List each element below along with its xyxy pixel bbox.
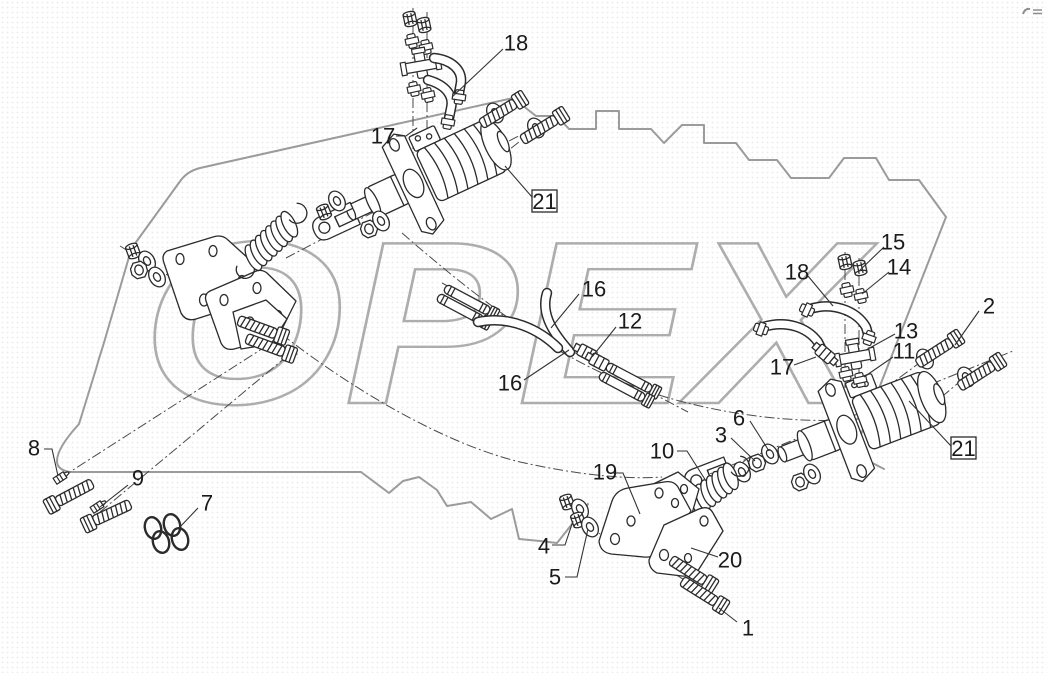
part-label-11: 11 [893,339,916,364]
part-label-13: 13 [894,319,918,344]
left-pivot-bracket-assembly [124,196,318,365]
hydraulic-hose-icon [751,300,879,369]
hose-pipe-bundle [434,281,663,410]
bottom-pivot-bracket-assembly [558,449,759,616]
part-labels: 18 17 21 16 12 15 14 18 2 13 11 17 16 21… [28,31,995,641]
part-label-18-right: 18 [785,260,809,285]
part-label-8: 8 [28,436,40,461]
retaining-ring-icon [151,529,171,555]
bolt-icon [476,89,531,132]
grease-fitting-icon [52,468,71,485]
retaining-ring-icon [170,526,190,552]
part-label-4: 4 [538,534,550,559]
part-label-9: 9 [132,466,144,491]
part-label-10: 10 [650,439,674,464]
part-label-2: 2 [983,294,995,319]
part-label-20: 20 [718,548,742,573]
part-label-7: 7 [201,491,213,516]
part-label-6: 6 [733,406,745,431]
part-label-12: 12 [618,309,642,334]
svg-text:21: 21 [532,189,556,214]
part-label-15: 15 [881,230,905,255]
svg-text:21: 21 [951,436,975,461]
hydraulic-hose-icon [422,52,468,131]
part-label-17-top: 17 [371,124,395,149]
part-label-16-lower: 16 [498,371,522,396]
retaining-ring-icon [162,512,182,538]
part-label-19: 19 [593,460,617,485]
loose-hardware [41,468,190,555]
part-label-3: 3 [715,423,727,448]
part-label-17-right: 17 [770,355,794,380]
leader-lines [44,48,980,623]
bolt-icon [41,475,97,516]
corner-mark [1022,7,1042,15]
part-label-18-top: 18 [504,31,528,56]
part-label-14: 14 [887,255,911,280]
part-label-16-upper: 16 [582,277,606,302]
part-label-21-top: 21 [531,189,558,214]
retaining-ring-icon [143,515,163,541]
part-label-21-right: 21 [950,436,977,461]
right-cylinder-assembly [681,252,1009,507]
part-label-1: 1 [742,616,754,641]
top-cylinder-assembly [308,9,572,264]
bolt-icon [517,105,572,148]
part-label-5: 5 [549,565,561,590]
